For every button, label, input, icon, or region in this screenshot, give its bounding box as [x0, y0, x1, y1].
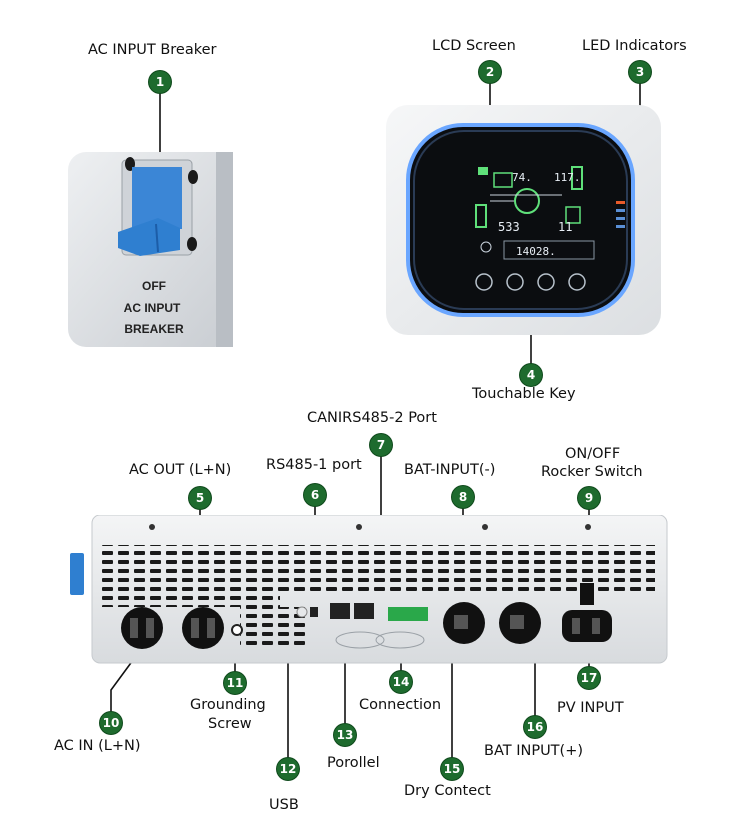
badge-2: 2	[479, 61, 501, 83]
badge-6: 6	[304, 484, 326, 506]
badge-16: 16	[524, 716, 546, 738]
lcd-bottom: 14028.	[516, 245, 556, 258]
label-connection: Connection	[359, 697, 442, 713]
label-can-rs485-2-port: CANIRS485-2 Port	[307, 410, 437, 426]
badge-13: 13	[334, 724, 356, 746]
label-bat-input-negative: BAT-INPUT(-)	[404, 462, 496, 478]
breaker-photo: OFF AC INPUT BREAKER	[68, 152, 233, 347]
badge-11: 11	[224, 672, 246, 694]
lcd-top-left: 74.	[512, 171, 532, 184]
badge-7: 7	[370, 434, 392, 456]
label-onoff-line2: Rocker Switch	[541, 464, 643, 480]
lcd-mid-right: 11	[558, 220, 572, 234]
badge-1: 1	[149, 71, 171, 93]
badge-14: 14	[390, 671, 412, 693]
badge-4: 4	[520, 364, 542, 386]
lcd-top-right: 117.	[554, 171, 581, 184]
label-porollel: Porollel	[327, 755, 380, 771]
badge-3: 3	[629, 61, 651, 83]
label-ac-in: AC IN (L+N)	[54, 738, 141, 754]
leader-line-10	[110, 655, 137, 712]
breaker-line1-text: AC INPUT	[124, 301, 181, 315]
breaker-line2-text: BREAKER	[124, 322, 184, 336]
badge-5: 5	[189, 487, 211, 509]
label-ac-input-breaker: AC INPUT Breaker	[88, 42, 217, 58]
label-grounding-line1: Grounding	[190, 697, 266, 713]
badge-10: 10	[100, 712, 122, 734]
label-usb: USB	[269, 797, 299, 813]
label-ac-out: AC OUT (L+N)	[129, 462, 232, 478]
badge-12: 12	[277, 758, 299, 780]
badge-17: 17	[578, 667, 600, 689]
label-rs485-1-port: RS485-1 port	[266, 457, 362, 473]
label-bat-input-positive: BAT INPUT(+)	[484, 743, 584, 759]
lcd-mid-left: 533	[498, 220, 520, 234]
badge-8: 8	[452, 486, 474, 508]
label-grounding-line2: Screw	[208, 716, 252, 732]
label-pv-input: PV INPUT	[557, 700, 624, 716]
label-dry-contect: Dry Contect	[404, 783, 491, 799]
label-led-indicators: LED Indicators	[582, 38, 687, 54]
badge-15: 15	[441, 758, 463, 780]
back-panel-photo	[70, 515, 668, 664]
lcd-panel-photo: 74. 117. 533 11 14028.	[386, 105, 661, 335]
label-lcd-screen: LCD Screen	[432, 38, 516, 54]
breaker-off-text: OFF	[142, 279, 166, 293]
label-onoff-line1: ON/OFF	[565, 446, 621, 462]
label-touchable-key: Touchable Key	[472, 386, 576, 402]
badge-9: 9	[578, 487, 600, 509]
